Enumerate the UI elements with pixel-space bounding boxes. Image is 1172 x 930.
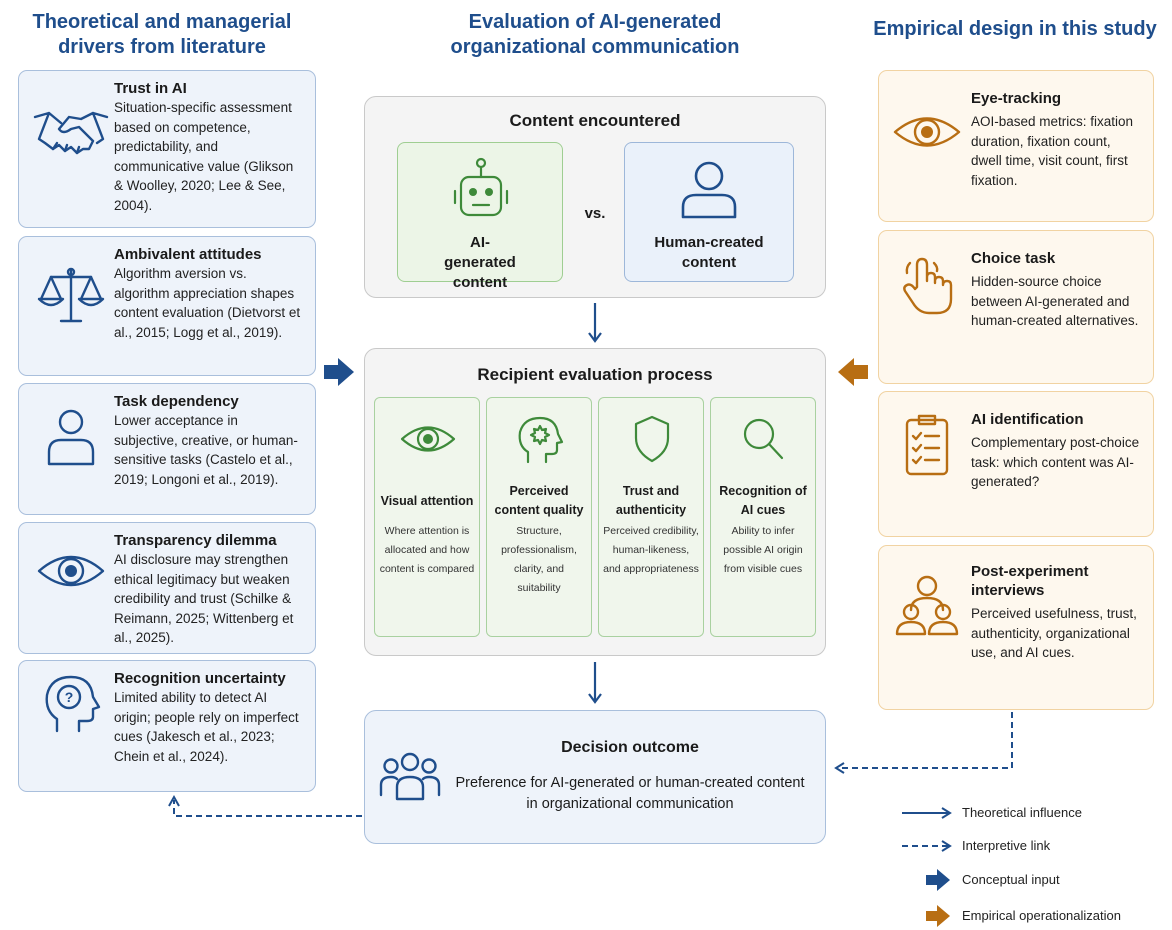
- flow-arrow-down-1: [588, 303, 602, 343]
- legend-dashed-arrow: [902, 840, 952, 852]
- driver-body: AI disclosure may strengthen ethical leg…: [114, 552, 294, 645]
- header-empirical: Empirical design in this study: [873, 18, 1157, 40]
- legend-label: Interpretive link: [962, 838, 1051, 853]
- checklist-icon: [905, 414, 949, 476]
- process-title: Recognition of AI cues: [719, 484, 807, 517]
- group-icon: [895, 575, 959, 636]
- interpretive-link-right: [834, 712, 1013, 774]
- design-title: AI identification: [971, 411, 1084, 428]
- ai-content-label: AI-generated content: [444, 234, 516, 291]
- versus-label: vs.: [584, 205, 606, 222]
- human-icon: [681, 161, 737, 219]
- legend-orange-block-arrow: [926, 905, 950, 927]
- process-ai-cues: Recognition of AI cues Ability to infer …: [710, 397, 816, 637]
- header-drivers: Theoretical and managerial drivers from …: [32, 11, 292, 58]
- legend-label: Conceptual input: [962, 872, 1060, 887]
- panel-title: Content encountered: [509, 111, 681, 130]
- evaluation-process-panel: Recipient evaluation process Visual atte…: [364, 348, 826, 656]
- magnifier-icon: [743, 418, 784, 460]
- driver-card-recognition: ? Recognition uncertainty Limited abilit…: [18, 660, 316, 792]
- robot-icon: [453, 157, 509, 217]
- process-desc: Structure, professionalism, clarity, and…: [501, 525, 577, 594]
- legend-label: Empirical operationalization: [962, 908, 1121, 923]
- process-desc: Ability to infer possible AI origin from…: [723, 525, 803, 575]
- design-card-choice-task: Choice task Hidden-source choice between…: [878, 230, 1154, 384]
- empirical-operationalization-arrow: [838, 358, 868, 386]
- human-content-box: Human-created content: [624, 142, 794, 282]
- legend-navy-block-arrow: [926, 869, 950, 891]
- content-encountered-panel: Content encountered AI-generated content…: [364, 96, 826, 298]
- process-content-quality: Perceived content quality Structure, pro…: [486, 397, 592, 637]
- design-body: Perceived usefulness, trust, authenticit…: [971, 606, 1137, 660]
- driver-body: Limited ability to detect AI origin; peo…: [114, 690, 299, 764]
- eye-icon: [37, 555, 105, 587]
- design-body: Hidden-source choice between AI-generate…: [971, 274, 1139, 328]
- legend-solid-arrow: [902, 807, 952, 819]
- scale-icon: [37, 267, 105, 323]
- process-visual-attention: Visual attention Where attention is allo…: [374, 397, 480, 637]
- decision-text: Preference for AI-generated or human-cre…: [455, 775, 805, 812]
- header-evaluation: Evaluation of AI-generated organizationa…: [450, 11, 740, 58]
- person-icon: [47, 409, 95, 466]
- driver-title: Recognition uncertainty: [114, 670, 286, 687]
- design-card-ai-identification: AI identification Complementary post-cho…: [878, 391, 1154, 537]
- design-card-interviews: Post-experiment interviews Perceived use…: [878, 545, 1154, 710]
- process-trust-authenticity: Trust and authenticity Perceived credibi…: [598, 397, 704, 637]
- process-desc: Perceived credibility, human-likeness, a…: [603, 525, 699, 575]
- eye-icon: [400, 426, 456, 452]
- shield-icon: [634, 415, 670, 463]
- head-gear-icon: [518, 416, 564, 464]
- driver-body: Lower acceptance in subjective, creative…: [114, 413, 298, 487]
- driver-card-transparency: Transparency dilemma AI disclosure may s…: [18, 522, 316, 654]
- interpretive-link-left: [168, 794, 362, 817]
- driver-title: Task dependency: [114, 393, 239, 410]
- process-title: Visual attention: [380, 493, 474, 508]
- legend-label: Theoretical influence: [962, 805, 1082, 820]
- pointing-hand-icon: [903, 257, 953, 315]
- driver-body: Situation-specific assessment based on c…: [114, 100, 294, 213]
- svg-text:?: ?: [65, 689, 74, 705]
- process-desc: Where attention is allocated and how con…: [379, 525, 475, 575]
- process-title: Trust and authenticity: [615, 484, 687, 517]
- design-body: AOI-based metrics: fixation duration, fi…: [971, 114, 1134, 188]
- design-card-eye-tracking: Eye-tracking AOI-based metrics: fixation…: [878, 70, 1154, 222]
- design-body: Complementary post-choice task: which co…: [971, 435, 1140, 489]
- flow-arrow-down-2: [588, 662, 602, 704]
- driver-card-ambivalent: Ambivalent attitudes Algorithm aversion …: [18, 236, 316, 376]
- design-title: Post-experiment interviews: [971, 563, 1089, 599]
- group-icon: [379, 752, 441, 801]
- driver-card-trust: Trust in AI Situation-specific assessmen…: [18, 70, 316, 228]
- ai-content-box: AI-generated content: [397, 142, 563, 291]
- decision-title: Decision outcome: [561, 739, 699, 756]
- driver-title: Transparency dilemma: [114, 532, 277, 549]
- driver-card-task: Task dependency Lower acceptance in subj…: [18, 383, 316, 515]
- human-content-label: Human-created content: [654, 234, 764, 271]
- decision-outcome-panel: Decision outcome Preference for AI-gener…: [364, 710, 826, 844]
- process-title: Perceived content quality: [494, 484, 584, 517]
- design-title: Choice task: [971, 250, 1056, 267]
- conceptual-input-arrow: [324, 358, 354, 386]
- driver-title: Ambivalent attitudes: [114, 246, 262, 263]
- driver-body: Algorithm aversion vs. algorithm appreci…: [114, 266, 301, 340]
- eye-icon: [893, 117, 961, 147]
- panel-title: Recipient evaluation process: [477, 365, 713, 384]
- design-title: Eye-tracking: [971, 90, 1062, 107]
- driver-title: Trust in AI: [114, 80, 187, 97]
- head-question-icon: ?: [45, 675, 101, 733]
- handshake-icon: [33, 111, 109, 155]
